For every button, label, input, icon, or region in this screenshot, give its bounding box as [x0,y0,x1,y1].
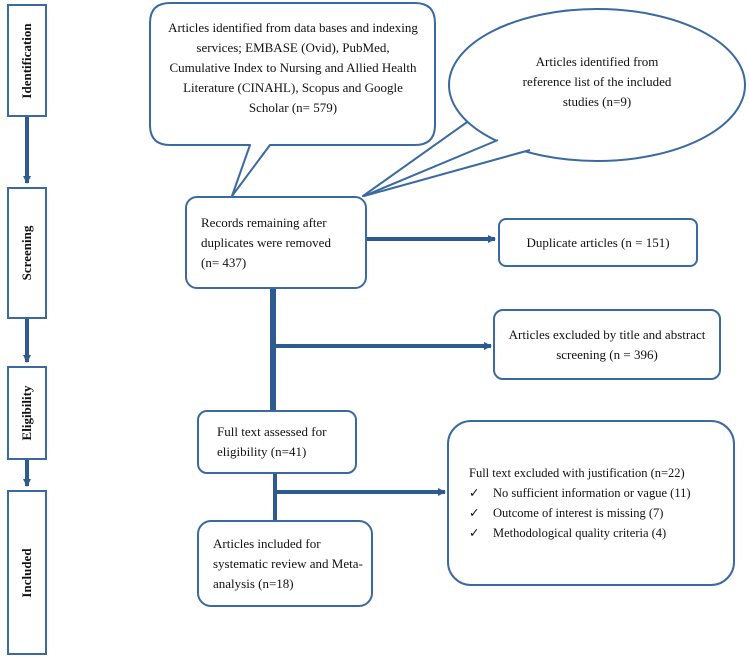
check-icon: ✓ [469,506,480,520]
stage-identification-label: Identification [19,22,34,99]
stage-eligibility-label: Eligibility [19,385,34,441]
full-text-assessed-box: Full text assessed for eligibility (n=41… [197,410,357,474]
records-remaining-box: Records remaining after duplicates were … [185,196,367,289]
exclusion-item: ✓ No sufficient information or vague (11… [469,483,733,503]
check-icon: ✓ [469,526,480,540]
included-studies-box: Articles included for systematic review … [197,520,373,607]
excluded-title-abstract-box: Articles excluded by title and abstract … [493,309,721,380]
exclusion-item-text: No sufficient information or vague (11) [493,486,691,500]
stage-identification: Identification [7,4,47,117]
full-text-excluded-box: Full text excluded with justification (n… [447,420,735,586]
main-flow-connector-lower [273,474,277,520]
exclusion-item-text: Methodological quality criteria (4) [493,526,667,540]
included-studies-text: Articles included for systematic review … [213,535,363,591]
exclusion-item: ✓ Outcome of interest is missing (7) [469,503,733,523]
stage-screening: Screening [7,187,47,319]
exclusion-item: ✓ Methodological quality criteria (4) [469,523,733,543]
stage-eligibility: Eligibility [7,366,47,460]
reference-list-oval [448,8,746,162]
duplicates-text: Duplicate articles (n = 151) [526,234,670,250]
check-icon: ✓ [469,486,480,500]
full-text-excluded-title: Full text excluded with justification (n… [469,466,685,480]
reference-list-text: Articles identified from reference list … [522,54,672,109]
duplicates-box: Duplicate articles (n = 151) [498,218,698,267]
full-text-assessed-text: Full text assessed for eligibility (n=41… [217,424,327,459]
stage-included-label: Included [19,547,34,598]
records-remaining-text: Records remaining after duplicates were … [201,214,331,270]
database-sources-bubble [149,2,436,197]
exclusion-item-text: Outcome of interest is missing (7) [493,506,664,520]
database-sources-text: Articles identified from data bases and … [168,20,418,115]
excluded-title-abstract-text: Articles excluded by title and abstract … [508,326,706,362]
stage-screening-label: Screening [19,225,34,281]
main-flow-connector-upper [270,289,276,410]
stage-included: Included [7,490,47,655]
